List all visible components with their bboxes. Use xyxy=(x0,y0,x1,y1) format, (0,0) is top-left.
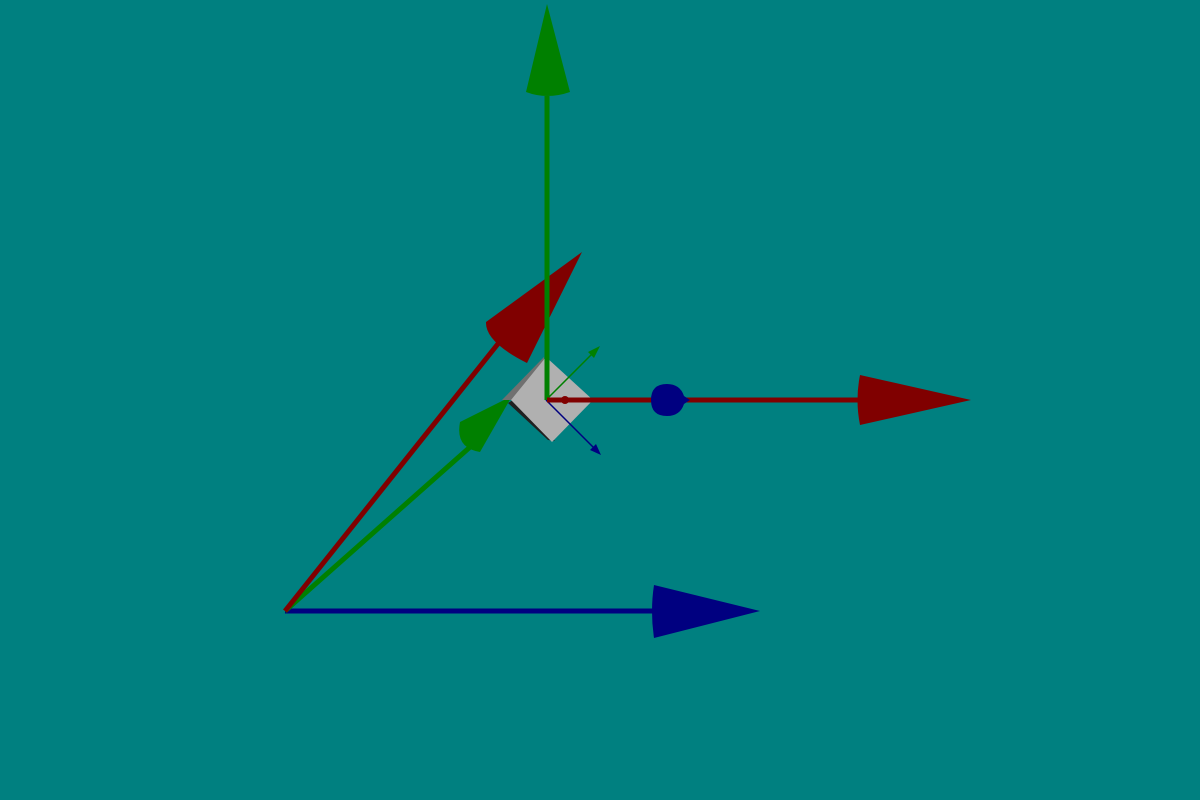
world-y-axis-arrowhead xyxy=(459,396,512,452)
local-z-axis-arrowhead xyxy=(590,444,601,455)
local-y-axis-arrowhead xyxy=(588,346,600,358)
world-x-axis-arrowhead xyxy=(485,252,582,363)
gizmo-y-axis-arrowhead[interactable] xyxy=(526,4,570,96)
object-translate-gizmo[interactable] xyxy=(526,4,971,425)
world-y-axis-line xyxy=(283,438,480,613)
object-local-axes xyxy=(545,346,601,455)
gizmo-x-axis-origin-dot xyxy=(561,396,569,404)
world-z-axis-arrowhead xyxy=(652,585,760,638)
gizmo-z-axis-handle[interactable] xyxy=(651,384,690,416)
world-x-axis-line xyxy=(283,333,507,613)
local-y-axis-line xyxy=(545,353,593,401)
world-axes-gizmo xyxy=(283,252,760,638)
local-z-axis-line xyxy=(545,399,595,449)
gizmo-x-axis-arrowhead[interactable] xyxy=(857,375,972,425)
